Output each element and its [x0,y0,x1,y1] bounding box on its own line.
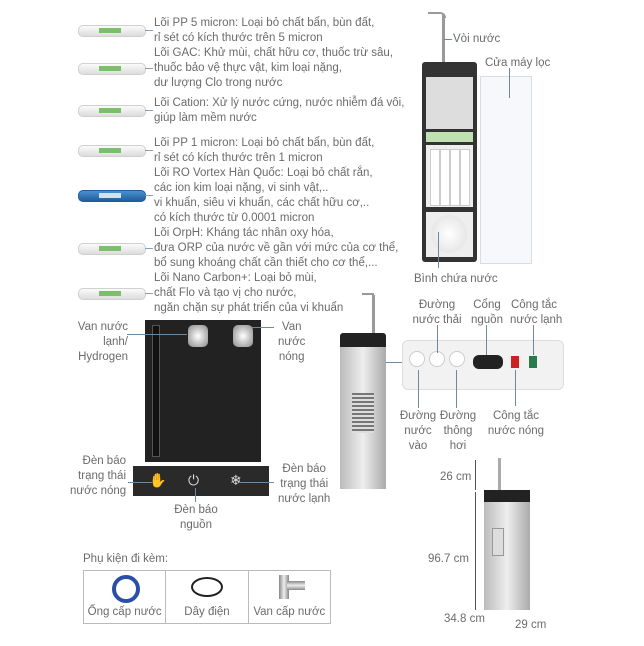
filter-ro-description: Lõi RO Vortex Hàn Quốc: Loại bỏ chất rắn… [154,166,373,226]
description-line: thuốc bảo vệ thực vật, kim loại nặng, [154,62,342,74]
filter-cation-icon [78,105,146,117]
description-line: ngăn chặn sự phát triển của vi khuẩn [154,302,344,314]
description-line: Lõi GAC: Khử mùi, chất hữu cơ, thuốc trừ… [154,47,394,59]
description-line: rỉ sét có kích thước trên 5 micron [154,32,323,44]
accessories-table: Ống cấp nước Dây điện Van cấp nước [83,570,331,624]
label-door: Cửa máy lọc [485,57,551,69]
power-light-icon: ⏻ [188,472,200,488]
filter-cation-description: Lõi Cation: Xử lý nước cứng, nước nhiễm … [154,96,404,126]
filter-gac-description: Lõi GAC: Khử mùi, chất hữu cơ, thuốc trừ… [154,46,393,91]
faucet-icon [428,12,446,18]
leader-line [145,150,153,151]
accessory-hose: Ống cấp nước [84,571,167,623]
filter-pp1-icon [78,145,146,157]
cold-valve-knob [188,325,208,347]
leader-line [145,292,153,294]
description-line: Lõi OrpH: Kháng tác nhân oxy hóa, [154,227,334,239]
description-line: bổ sung khoáng chất cần thiết cho cơ thể… [154,257,378,269]
dim-top: 26 cm [440,471,472,483]
filter-pp1-description: Lõi PP 1 micron: Loại bỏ chất bẩn, bùn đ… [154,136,374,166]
description-line: Lõi Cation: Xử lý nước cứng, nước nhiễm … [154,97,405,109]
accessory-valve: Van cấp nước [249,571,330,623]
indicator-strip [133,466,269,496]
description-line: Lõi PP 1 micron: Loại bỏ chất bẩn, bùn đ… [154,137,375,149]
dim-width: 34.8 cm [444,613,485,625]
filter-pp5-description: Lõi PP 5 micron: Loại bỏ chất bẩn, bùn đ… [154,16,374,46]
leader-line [145,67,153,69]
purifier-rear-view [340,293,386,491]
accessories-title: Phụ kiện đi kèm: [83,553,169,565]
purifier-open-view [418,12,558,274]
hot-valve-knob [233,325,253,347]
filter-ro-icon [78,190,146,202]
description-line: đưa ORP của nước về gần với mức của cơ t… [154,242,399,254]
hot-switch[interactable] [511,356,519,368]
filter-nano-description: Lõi Nano Carbon+: Loại bỏ mùi, chất Flo v… [154,271,343,316]
description-line: các ion kim loại nặng, vi sinh vật,.. [154,182,329,194]
description-line: dư lượng Clo trong nước [154,77,283,89]
port-panel [402,340,564,390]
filter-orph-description: Lõi OrpH: Kháng tác nhân oxy hóa, đưa ORP… [154,226,398,271]
filter-gac-icon [78,62,146,75]
description-line: vi khuẩn, siêu vi khuẩn, các chất hữu cơ… [154,197,370,209]
description-line: rỉ sét có kích thước trên 1 micron [154,152,323,164]
cold-switch[interactable] [529,356,537,368]
valve-icon [278,575,289,599]
description-line: giúp làm mềm nước [154,112,257,124]
leader-line [145,247,153,249]
description-line: Lõi Nano Carbon+: Loại bỏ mùi, [154,272,317,284]
filter-orph-icon [78,242,146,255]
description-line: Lõi PP 5 micron: Loại bỏ chất bẩn, bùn đ… [154,17,375,29]
cold-light-icon: ❄ [230,472,242,488]
description-line: Lõi RO Vortex Hàn Quốc: Loại bỏ chất rắn… [154,167,373,179]
cable-icon [191,577,224,597]
label-tank: Bình chứa nước [414,273,498,285]
leader-line [145,110,153,111]
dim-height: 96.7 cm [428,553,469,565]
description-line: có kích thước từ 0.0001 micron [154,212,315,224]
water-tank [431,215,467,253]
label-faucet: Vòi nước [453,33,501,45]
leader-line [145,195,153,196]
leader-line [145,30,153,31]
power-socket-icon [473,355,503,369]
hot-light-icon: ✋ [149,472,167,488]
filter-pp5-icon [78,25,146,37]
purifier-dimension-view [484,458,534,613]
door [480,76,532,264]
filter-nano-icon [78,287,146,300]
description-line: chất Flo và tạo vị cho nước, [154,287,297,299]
hose-icon [112,575,140,603]
accessory-cable: Dây điện [166,571,249,623]
dim-depth: 29 cm [515,619,547,631]
hose [152,325,160,457]
